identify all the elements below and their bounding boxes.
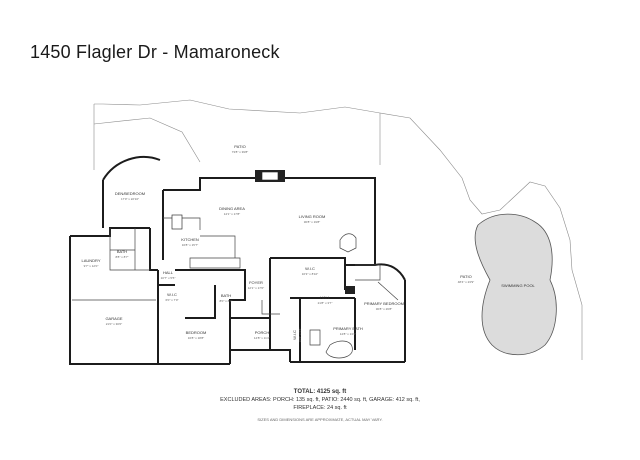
primary-bedroom-label: PRIMARY BEDROOM (364, 301, 404, 306)
garage-dim: 21'0" x 30'0" (106, 322, 122, 326)
walls (69, 155, 406, 365)
patio-north-label: PATIO (234, 144, 245, 149)
porch-label: PORCH (255, 330, 270, 335)
bath-mid-label: BATH (221, 293, 231, 298)
swimming-pool-label: SWIMMING POOL (501, 283, 535, 288)
fireplace-opening (261, 171, 279, 181)
bath-upper-dim: 8'8" x 8'7" (115, 255, 128, 259)
primary-bath-dim: 14'8" x 13'2" (340, 332, 356, 336)
kitchen-island (171, 214, 183, 230)
patio-outline (93, 99, 583, 360)
patio-east-label: PATIO (460, 274, 471, 279)
hall-right-dim: 21'8" x 3'7" (318, 301, 333, 305)
wic-vertical-dim: 18'8" x 6'8" (298, 328, 302, 343)
patio-north-dim: 73'8" x 39'8" (232, 150, 248, 154)
living-dim: 30'8" x 19'8" (304, 220, 320, 224)
garage-label: GARAGE (105, 316, 122, 321)
excluded-areas-line1: EXCLUDED AREAS: PORCH: 135 sq. ft, PATIO… (220, 397, 420, 403)
chimney-block (345, 286, 355, 294)
hall-left-dim: 10'7" x 5'5" (161, 276, 176, 280)
den-label: DEN/BEDROOM (115, 191, 145, 196)
primary-bath-label: PRIMARY BATH (333, 326, 363, 331)
swimming-pool-shape (474, 213, 557, 356)
kitchen-label: KITCHEN (181, 237, 199, 242)
disclaimer-note: SIZES AND DIMENSIONS ARE APPROXIMATE, AC… (257, 417, 383, 422)
living-label: LIVING ROOM (299, 214, 326, 219)
den-dim: 17'0" x 22'10" (121, 197, 139, 201)
wic-vertical-label: W.I.C (292, 330, 297, 340)
hall-left-label: HALL (163, 270, 174, 275)
foyer-label: FOYER (249, 280, 263, 285)
foyer-dim: 12'1" x 17'0" (248, 286, 264, 290)
bedroom-label: BEDROOM (186, 330, 207, 335)
wic-small-label: W.I.C (167, 292, 177, 297)
area-summary: TOTAL: 4125 sq. ft EXCLUDED AREAS: PORCH… (0, 388, 640, 424)
bedroom-dim: 16'8" x 18'8" (188, 336, 204, 340)
wic-dim: 16'3" x 8'10" (302, 272, 318, 276)
primary-bedroom-dim: 30'8" x 26'8" (376, 307, 392, 311)
hall-right-label: HALL (320, 295, 331, 300)
excluded-areas-line2: FIREPLACE: 24 sq. ft (293, 405, 347, 411)
listing-title: 1450 Flagler Dr - Mamaroneck (30, 42, 280, 62)
patio-east-dim: 48'4" x 23'9" (458, 280, 474, 284)
porch-dim: 14'8" x 11'2" (254, 336, 270, 340)
laundry-label: LAUNDRY (81, 258, 100, 263)
wic-label: W.I.C (305, 266, 315, 271)
kitchen-dim: 16'8" x 15'7" (182, 243, 198, 247)
dining-label: DINING AREA (219, 206, 245, 211)
laundry-dim: 9'7" x 12'0" (84, 264, 99, 268)
bath-upper-label: BATH (117, 249, 127, 254)
wic-small-dim: 6'0" x 7'0" (165, 298, 178, 302)
total-area: TOTAL: 4125 sq. ft (293, 389, 347, 395)
bath-mid-dim: 8'0" x 8'2" (219, 299, 232, 303)
dining-dim: 14'1" x 17'8" (224, 212, 240, 216)
